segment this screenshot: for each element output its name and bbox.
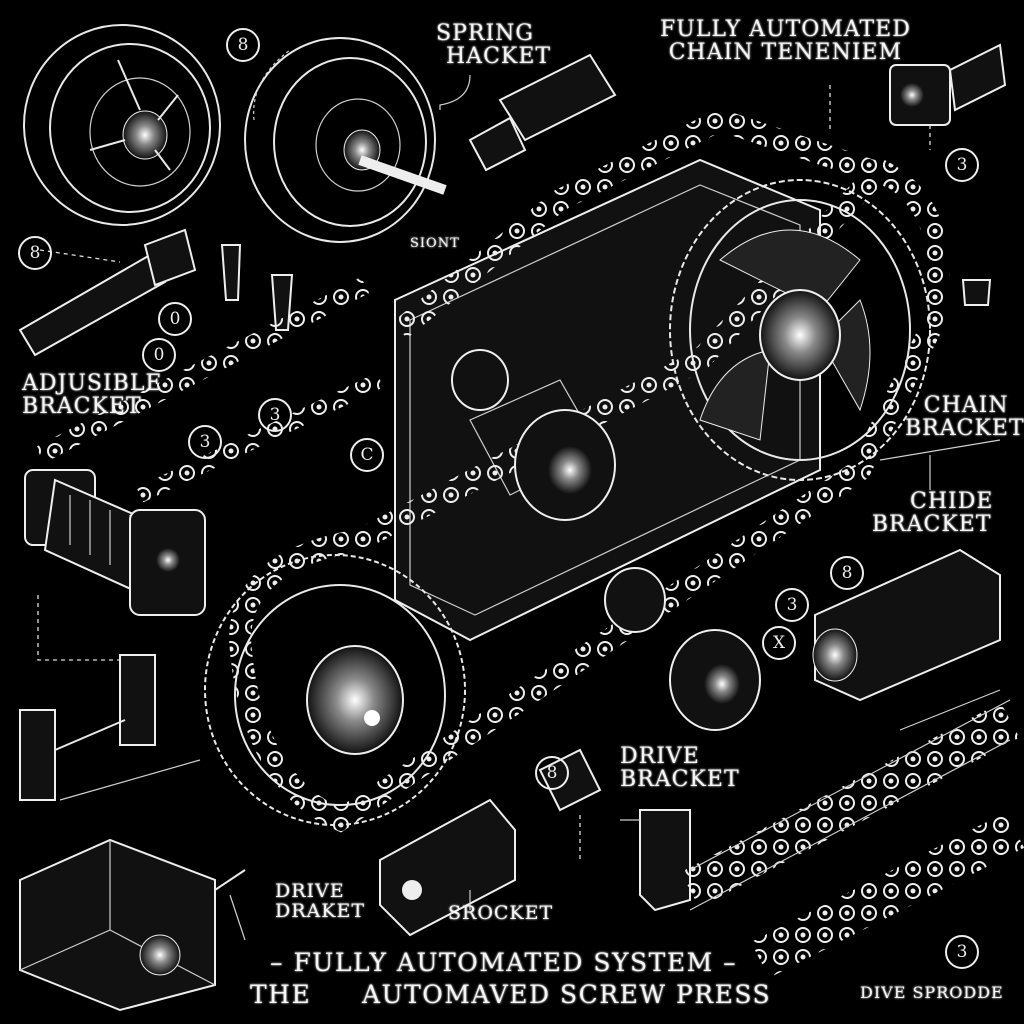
left-long-bolt: [18, 228, 197, 357]
callout-circle: 8: [535, 756, 569, 790]
bracket-bolt-lower-left: [19, 654, 201, 801]
callout-circle: X: [762, 626, 796, 660]
srocket-label: SROCKET: [448, 902, 554, 924]
callout-circle: 3: [188, 425, 222, 459]
drive-braket-left-line1: DRIVE: [275, 880, 345, 902]
drive-bracket-right-line1: DRIVE: [620, 744, 700, 769]
chide-bracket-line1: CHIDE: [910, 489, 994, 514]
title-top-right-line1: FULLY AUTOMATED: [660, 17, 911, 42]
drive-bracket-block: [19, 838, 246, 1012]
callout-circle: 8: [226, 28, 260, 62]
callout-circle: 3: [945, 935, 979, 969]
pulley-wheel-left: [23, 24, 221, 226]
chain-bracket-line2: BRACKET: [905, 416, 1024, 442]
chain-bracket-label: CHAIN BRACKET: [905, 394, 1024, 440]
callout-circle: 8: [18, 236, 52, 270]
loose-chain-left: [35, 277, 384, 503]
callout-circle: 0: [142, 338, 176, 372]
drive-bracket-right-line2: BRACKET: [620, 767, 740, 793]
adjustable-bracket-line1: ADJUSIBLE: [22, 371, 163, 396]
callout-circle: C: [350, 438, 384, 472]
right-bracket-part: [639, 548, 1001, 912]
drive-bracket-right-label: DRIVE BRACKET: [620, 745, 740, 791]
caption-line2-a: THE: [250, 980, 312, 1009]
callout-circle: 3: [258, 398, 292, 432]
spring-bracket-line1: SPRING: [436, 21, 534, 46]
caption-line1: – FULLY AUTOMATED SYSTEM –: [270, 948, 738, 977]
drive-braket-left-line2: DRAKET: [275, 899, 365, 922]
leader-lines: [229, 439, 1001, 941]
callout-circle: 3: [775, 588, 809, 622]
callout-circle: 8: [830, 556, 864, 590]
caption-line2-b: AUTOMAVED SCREW PRESS: [362, 980, 772, 1009]
chide-bracket-label: CHIDE BRACKET: [870, 490, 993, 536]
adjustable-bracket-line2: BRACKET: [22, 394, 142, 420]
title-top-right: FULLY AUTOMATED CHAIN TENENIEM: [660, 18, 911, 64]
top-right-bracket: [829, 43, 1007, 150]
dive-sprodde-label: DIVE SPRODDE: [860, 983, 1004, 1002]
title-top-right-line2: CHAIN TENENIEM: [668, 40, 903, 66]
spring-bracket-label: SPRING HACKET: [436, 22, 551, 68]
spring-assembly-left: [24, 469, 206, 661]
callout-circle: 0: [158, 302, 192, 336]
callout-circle: 3: [945, 148, 979, 182]
large-sprocket: [669, 179, 931, 481]
middle-idler: [451, 349, 666, 633]
spring-bracket-bolt: [439, 53, 617, 172]
chide-bracket-line2: BRACKET: [871, 512, 992, 538]
sion-label: SIONT: [410, 236, 460, 251]
roller-chain-strips: [680, 699, 1024, 978]
drive-braket-left-label: DRIVE DRAKET: [275, 880, 365, 922]
spring-bracket-line2: HACKET: [446, 44, 552, 70]
chain-bracket-line1: CHAIN: [923, 393, 1009, 418]
adjustable-bracket-label: ADJUSIBLE BRACKET: [22, 372, 162, 418]
pulley-wheel-center: [244, 37, 447, 243]
drive-sprocket: [204, 554, 466, 826]
